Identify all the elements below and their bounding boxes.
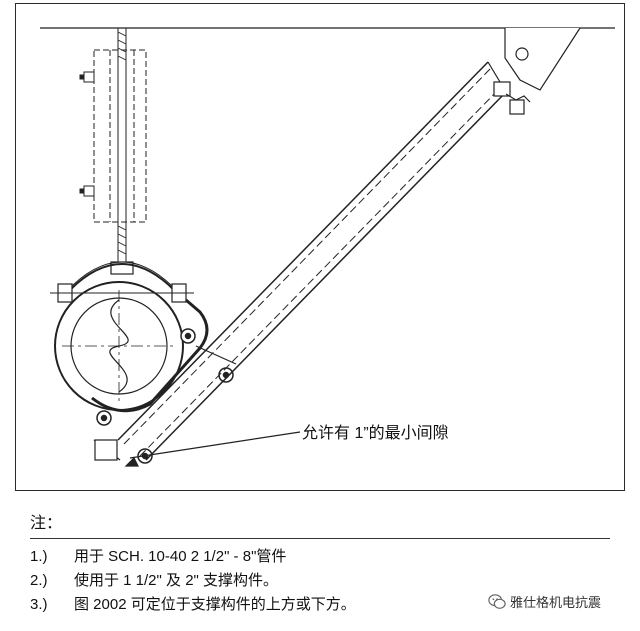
threaded-rod — [117, 28, 127, 262]
diagonal-brace — [117, 61, 507, 461]
note-text: 图 2002 可定位于支撑构件的上方或下方。 — [74, 596, 356, 613]
note-text: 使用于 1 1/2" 及 2" 支撑构件。 — [74, 572, 279, 589]
wechat-icon — [488, 593, 506, 609]
pipe-hanger — [50, 261, 194, 303]
pipe-section — [54, 281, 184, 411]
notes-title: 注： — [30, 515, 63, 532]
brace-diagram: 允许有 1”的最小间隙 — [40, 27, 615, 467]
clearance-callout: 允许有 1”的最小间隙 — [302, 424, 449, 442]
note-number: 3.) — [30, 596, 48, 613]
note-item: 1.) 用于 SCH. 10-40 2 1/2" - 8"管件 — [30, 545, 620, 569]
watermark: 雅仕格机电抗震 — [488, 592, 601, 611]
notes-divider — [30, 538, 610, 539]
note-number: 2.) — [30, 572, 48, 589]
rod-stiffener — [79, 49, 147, 223]
note-item: 3.) 图 2002 可定位于支撑构件的上方或下方。 — [30, 593, 620, 617]
upper-bracket — [493, 27, 581, 115]
note-text: 用于 SCH. 10-40 2 1/2" - 8"管件 — [74, 548, 287, 565]
note-item: 2.) 使用于 1 1/2" 及 2" 支撑构件。 — [30, 569, 620, 593]
note-number: 1.) — [30, 548, 48, 565]
watermark-text: 雅仕格机电抗震 — [510, 595, 602, 610]
pipe-clamp — [91, 298, 237, 464]
callout-leader — [124, 431, 301, 467]
notes-section: 注： 1.) 用于 SCH. 10-40 2 1/2" - 8"管件 2.) 使用于… — [30, 512, 620, 617]
